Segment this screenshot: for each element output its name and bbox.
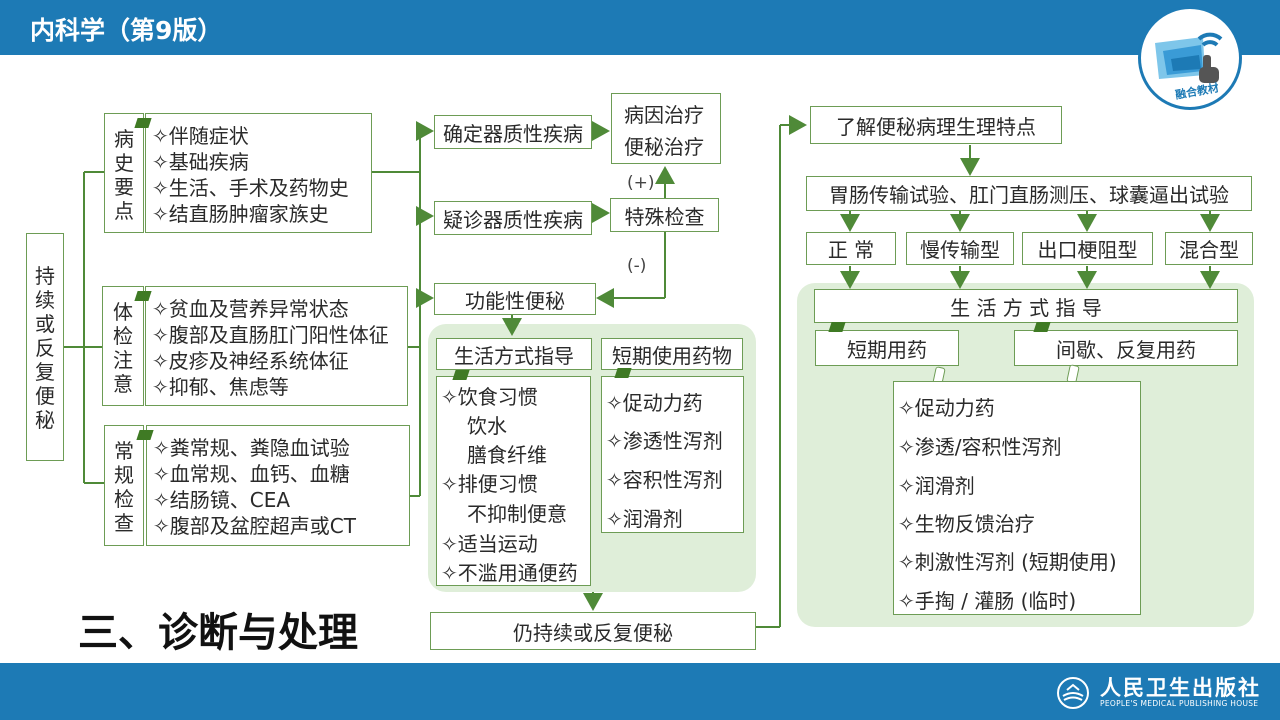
- organic-suspected-node: 疑诊器质性疾病: [434, 201, 592, 235]
- persistent-constipation-node: 仍持续或反复便秘: [430, 612, 756, 650]
- short-term-medication-node: 短期用药: [815, 330, 959, 366]
- header-bar: 内科学（第9版）: [0, 0, 1280, 55]
- type-mixed-node: 混合型: [1165, 232, 1253, 265]
- history-label-box: 病史要点: [104, 113, 144, 233]
- start-node-persistent-constipation: 持续或反复便秘: [26, 233, 64, 461]
- exam-items-box: ✧贫血及营养异常状态 ✧腹部及直肠肛门阳性体征 ✧皮疹及神经系统体征 ✧抑郁、焦…: [145, 286, 408, 406]
- footer-bar: [0, 663, 1280, 720]
- section-title: 三、诊断与处理: [78, 611, 358, 655]
- right-lifestyle-node: 生 活 方 式 指 导: [814, 289, 1238, 323]
- lifestyle-item: ✧不滥用通便药: [441, 561, 578, 585]
- start-node-label: 持续或反复便秘: [35, 264, 55, 432]
- lifestyle-title-node: 生活方式指导: [436, 338, 592, 370]
- publisher-name-en: PEOPLE'S MEDICAL PUBLISHING HOUSE: [1100, 699, 1259, 708]
- exam-item: ✧腹部及直肠肛门阳性体征: [152, 323, 389, 347]
- right-drug-item: ✧促动力药: [898, 396, 995, 420]
- short-term-drug-item: ✧容积性泻剂: [606, 468, 723, 492]
- history-item: ✧结直肠肿瘤家族史: [152, 202, 329, 226]
- physiology-tests-node: 胃肠传输试验、肛门直肠测压、球囊逼出试验: [806, 176, 1252, 211]
- routine-item: ✧粪常规、粪隐血试验: [153, 436, 350, 460]
- negative-result-label: (-): [627, 256, 647, 276]
- publisher-name: 人民卫生出版社: [1100, 675, 1261, 700]
- page-header-title: 内科学（第9版）: [30, 16, 223, 45]
- treatment-item: 便秘治疗: [624, 135, 704, 159]
- history-label: 病史要点: [114, 127, 134, 223]
- lifestyle-item: ✧饮食习惯: [441, 385, 538, 409]
- routine-item: ✧血常规、血钙、血糖: [153, 462, 350, 486]
- routine-item: ✧腹部及盆腔超声或CT: [153, 514, 356, 538]
- lifestyle-items-box: ✧饮食习惯 饮水 膳食纤维 ✧排便习惯 不抑制便意 ✧适当运动 ✧不滥用通便药: [436, 376, 591, 586]
- exam-item: ✧皮疹及神经系统体征: [152, 349, 349, 373]
- right-drugs-box: ✧促动力药 ✧渗透/容积性泻剂 ✧润滑剂 ✧生物反馈治疗 ✧刺激性泻剂 (短期使…: [893, 381, 1141, 615]
- publisher-logo-icon: [1057, 677, 1089, 709]
- routine-label-box: 常规检查: [104, 425, 144, 546]
- lifestyle-item: 膳食纤维: [467, 443, 547, 467]
- treatment-node: 病因治疗 便秘治疗: [611, 93, 721, 164]
- lifestyle-item: ✧排便习惯: [441, 472, 538, 496]
- organic-confirmed-node: 确定器质性疾病: [434, 115, 592, 149]
- functional-constipation-node: 功能性便秘: [434, 283, 596, 315]
- type-outlet-obstruction-node: 出口梗阻型: [1022, 232, 1153, 265]
- exam-item: ✧抑郁、焦虑等: [152, 375, 289, 399]
- short-term-drugs-title-node: 短期使用药物: [601, 338, 743, 370]
- exam-label: 体检注意: [113, 300, 133, 396]
- history-items-box: ✧伴随症状 ✧基础疾病 ✧生活、手术及药物史 ✧结直肠肿瘤家族史: [145, 113, 372, 233]
- positive-result-label: (+): [627, 173, 655, 193]
- history-item: ✧生活、手术及药物史: [152, 176, 349, 200]
- fusion-textbook-logo: 融合教材: [1138, 6, 1242, 110]
- routine-items-box: ✧粪常规、粪隐血试验 ✧血常规、血钙、血糖 ✧结肠镜、CEA ✧腹部及盆腔超声或…: [146, 425, 410, 546]
- exam-item: ✧贫血及营养异常状态: [152, 297, 349, 321]
- treatment-item: 病因治疗: [624, 103, 704, 127]
- short-term-drug-item: ✧润滑剂: [606, 507, 683, 531]
- type-normal-node: 正 常: [806, 232, 896, 265]
- exam-label-box: 体检注意: [102, 286, 144, 406]
- history-item: ✧基础疾病: [152, 150, 249, 174]
- understand-pathophysiology-node: 了解便秘病理生理特点: [810, 106, 1062, 144]
- short-term-drug-item: ✧渗透性泻剂: [606, 429, 723, 453]
- short-term-drug-item: ✧促动力药: [606, 391, 703, 415]
- right-drug-item: ✧渗透/容积性泻剂: [898, 435, 1062, 459]
- type-slow-transit-node: 慢传输型: [906, 232, 1014, 265]
- lifestyle-item: 饮水: [467, 414, 507, 438]
- history-item: ✧伴随症状: [152, 124, 249, 148]
- book-hand-icon: [1155, 32, 1223, 83]
- right-drug-item: ✧润滑剂: [898, 474, 975, 498]
- intermittent-medication-node: 间歇、反复用药: [1014, 330, 1238, 366]
- routine-item: ✧结肠镜、CEA: [153, 488, 291, 512]
- routine-label: 常规检查: [114, 439, 134, 535]
- right-drug-item: ✧刺激性泻剂 (短期使用): [898, 550, 1117, 574]
- right-drug-item: ✧生物反馈治疗: [898, 512, 1035, 536]
- special-exam-node: 特殊检查: [610, 198, 719, 232]
- right-drug-item: ✧手掏 / 灌肠 (临时): [898, 589, 1077, 613]
- lifestyle-item: ✧适当运动: [441, 532, 538, 556]
- lifestyle-item: 不抑制便意: [467, 502, 567, 526]
- short-term-drugs-box: ✧促动力药 ✧渗透性泻剂 ✧容积性泻剂 ✧润滑剂: [601, 376, 744, 533]
